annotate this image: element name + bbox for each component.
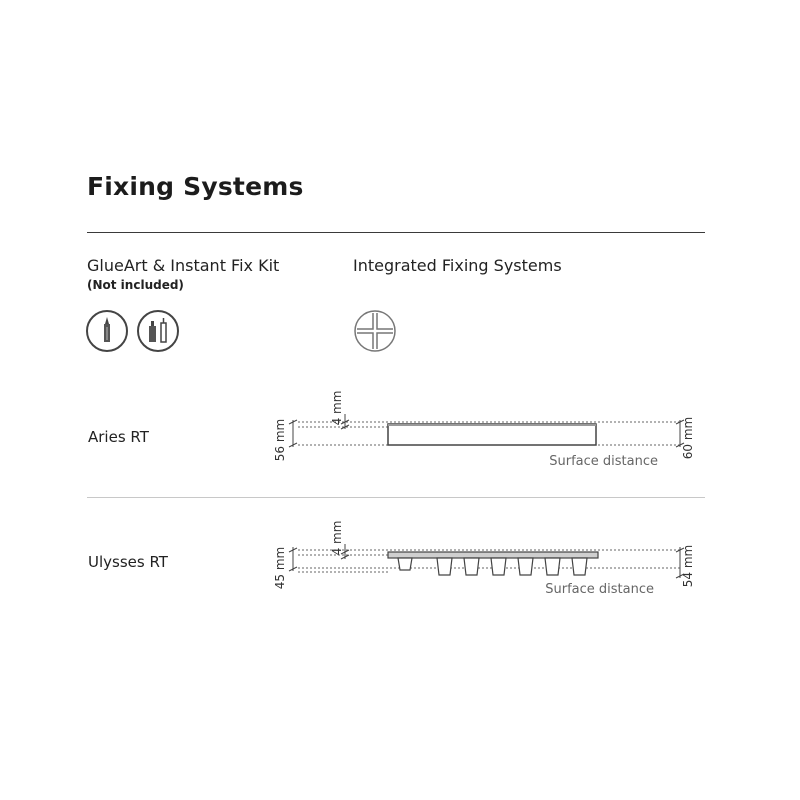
- ulysses-left-tick-top: [288, 547, 298, 553]
- aries-left-depth-label: 56 mm: [273, 419, 287, 461]
- glue-section-note: (Not included): [87, 278, 184, 292]
- glue-tube-icon: [86, 310, 128, 352]
- ulysses-gap-label: 4 mm: [330, 521, 344, 556]
- title-divider: [87, 232, 705, 233]
- aries-right-tick-top: [675, 419, 685, 425]
- aries-left-tick-bottom: [288, 442, 298, 448]
- aries-right-depth-label: 60 mm: [681, 417, 695, 459]
- product-name-ulysses: Ulysses RT: [88, 553, 168, 571]
- ulysses-panel-ribs: [397, 557, 588, 576]
- aries-right-tick-bottom: [675, 442, 685, 448]
- page-title: Fixing Systems: [87, 172, 304, 201]
- fix-kit-icon: [137, 310, 179, 352]
- integrated-section-title: Integrated Fixing Systems: [353, 256, 562, 275]
- ulysses-gap-tick-bottom: [340, 554, 350, 560]
- glue-section-title: GlueArt & Instant Fix Kit: [87, 256, 280, 275]
- integrated-clip-icon: [354, 310, 396, 352]
- ulysses-right-tick-bottom: [675, 573, 685, 579]
- ulysses-left-depth-label: 45 mm: [273, 547, 287, 589]
- product-divider: [87, 497, 705, 498]
- aries-left-tick-top: [288, 419, 298, 425]
- ulysses-right-depth-label: 54 mm: [681, 545, 695, 587]
- ulysses-surface-label: Surface distance: [545, 582, 654, 597]
- ulysses-panel-face: [387, 551, 599, 559]
- aries-gap-tick-top: [340, 419, 350, 425]
- aries-gap-tick-bottom: [340, 424, 350, 430]
- aries-surface-label: Surface distance: [549, 454, 658, 469]
- ulysses-left-tick-bottom: [288, 566, 298, 572]
- product-name-aries: Aries RT: [88, 428, 149, 446]
- aries-gap-label: 4 mm: [330, 391, 344, 426]
- ulysses-gap-tick-top: [340, 549, 350, 555]
- ulysses-right-tick-top: [675, 547, 685, 553]
